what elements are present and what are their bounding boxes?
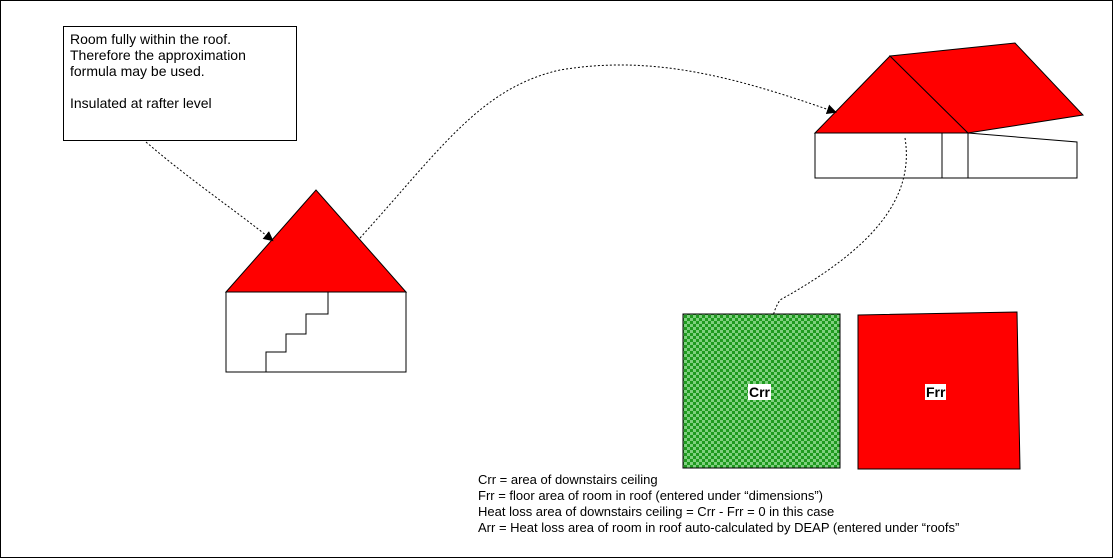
legend-line: Arr = Heat loss area of room in roof aut… — [478, 520, 960, 535]
house-front-wall — [814, 132, 969, 179]
house-connector-arrow — [359, 64, 837, 239]
small-house-roof — [224, 189, 408, 293]
small-house — [224, 189, 408, 373]
legend-line: Frr = floor area of room in roof (entere… — [478, 488, 824, 503]
house-side-wall — [967, 132, 1078, 179]
perspective-house — [813, 42, 1085, 179]
note-line: Room fully within the roof. — [70, 31, 232, 47]
stairs — [265, 292, 329, 372]
small-house-walls — [225, 291, 407, 373]
note-spacer — [70, 79, 296, 95]
note-line: formula may be used. — [70, 63, 205, 79]
frr-label: Frr — [925, 384, 947, 400]
note-arrow — [145, 141, 274, 242]
legend-line: Heat loss area of downstairs ceiling = C… — [478, 504, 835, 519]
note-line: Therefore the approximation — [70, 47, 246, 63]
legend-line: Crr = area of downstairs ceiling — [478, 472, 658, 487]
legend: Crr = area of downstairs ceiling Frr = f… — [478, 472, 959, 536]
house-roof-slope — [888, 42, 1085, 134]
ceiling-arrow — [765, 137, 907, 354]
crr-label: Crr — [748, 384, 772, 400]
note-line: Insulated at rafter level — [70, 95, 212, 111]
note-box: Room fully within the roof. Therefore th… — [63, 26, 297, 141]
